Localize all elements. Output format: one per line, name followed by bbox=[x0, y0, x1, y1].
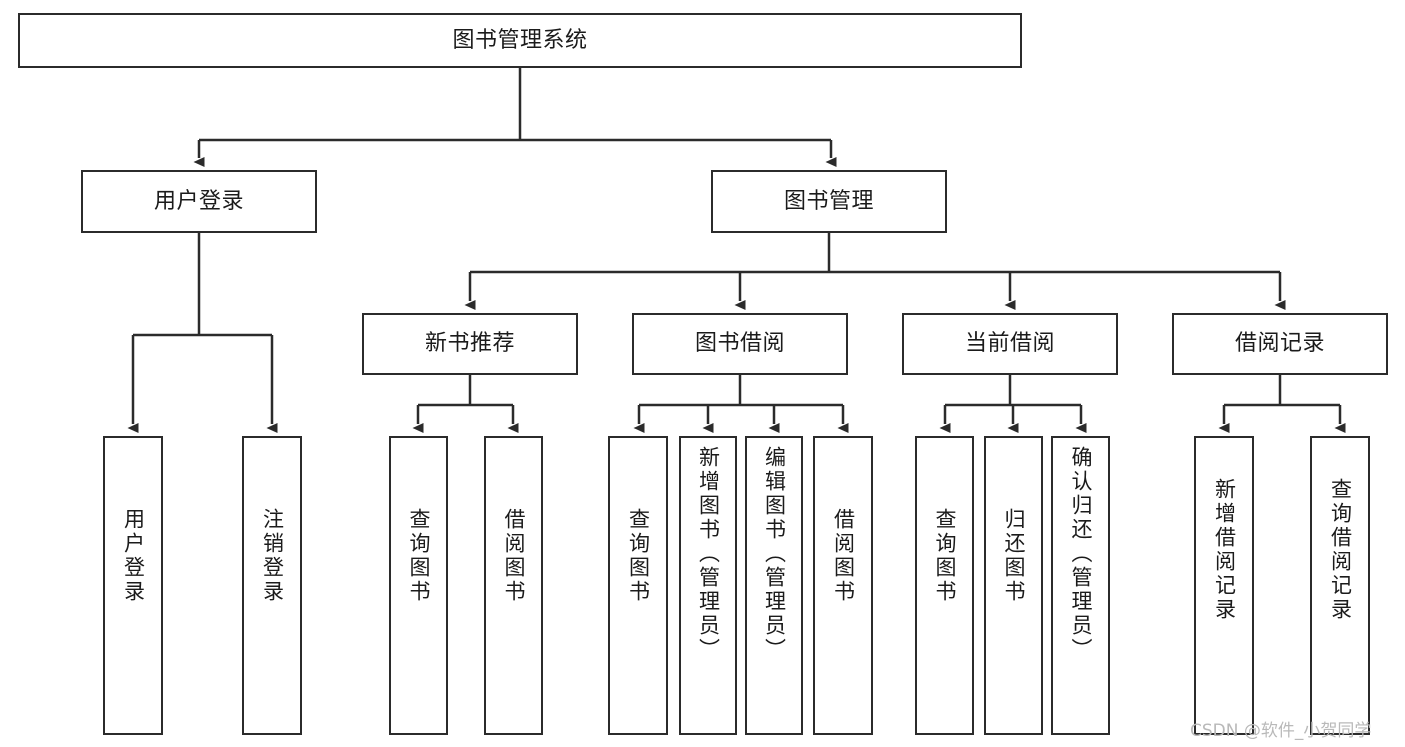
leaf-add-book-label: 新增图书（管理员） bbox=[696, 446, 721, 662]
leaf-add-record-label: 新增借阅记录 bbox=[1212, 478, 1237, 622]
node-root-label: 图书管理系统 bbox=[452, 27, 588, 53]
node-new-book-recommend-label: 新书推荐 bbox=[424, 331, 515, 357]
node-book-manage[interactable]: 图书管理 bbox=[711, 170, 947, 233]
leaf-user-logout-label: 注销登录 bbox=[260, 508, 285, 604]
leaf-borrow-book-2[interactable]: 借阅图书 bbox=[813, 436, 873, 735]
node-user-login-label: 用户登录 bbox=[153, 188, 244, 214]
leaf-confirm-return[interactable]: 确认归还（管理员） bbox=[1051, 436, 1110, 735]
node-root[interactable]: 图书管理系统 bbox=[18, 13, 1022, 68]
leaf-user-logout[interactable]: 注销登录 bbox=[242, 436, 302, 735]
leaf-query-book-2-label: 查询图书 bbox=[626, 508, 651, 604]
leaf-query-book-2[interactable]: 查询图书 bbox=[608, 436, 668, 735]
leaf-confirm-return-label: 确认归还（管理员） bbox=[1069, 446, 1093, 662]
leaf-query-record-label: 查询借阅记录 bbox=[1328, 478, 1353, 622]
leaf-borrow-book-1-label: 借阅图书 bbox=[502, 508, 526, 604]
leaf-query-book-3-label: 查询图书 bbox=[933, 508, 957, 604]
leaf-user-login[interactable]: 用户登录 bbox=[103, 436, 163, 735]
leaf-add-record[interactable]: 新增借阅记录 bbox=[1194, 436, 1254, 735]
node-borrow-record[interactable]: 借阅记录 bbox=[1172, 313, 1388, 375]
node-current-borrow-label: 当前借阅 bbox=[964, 331, 1055, 357]
watermark-csdn: CSDN @软件_小贺同学 bbox=[1190, 721, 1372, 741]
node-borrow-record-label: 借阅记录 bbox=[1234, 331, 1325, 357]
leaf-add-book[interactable]: 新增图书（管理员） bbox=[679, 436, 737, 735]
leaf-return-book-label: 归还图书 bbox=[1002, 508, 1026, 604]
node-book-manage-label: 图书管理 bbox=[783, 188, 874, 214]
leaf-edit-book[interactable]: 编辑图书（管理员） bbox=[745, 436, 803, 735]
node-current-borrow[interactable]: 当前借阅 bbox=[902, 313, 1118, 375]
node-book-borrow-label: 图书借阅 bbox=[694, 331, 785, 357]
node-user-login[interactable]: 用户登录 bbox=[81, 170, 317, 233]
leaf-query-book-1[interactable]: 查询图书 bbox=[389, 436, 448, 735]
leaf-borrow-book-1[interactable]: 借阅图书 bbox=[484, 436, 543, 735]
leaf-user-login-label: 用户登录 bbox=[121, 508, 146, 604]
node-book-borrow[interactable]: 图书借阅 bbox=[632, 313, 848, 375]
leaf-query-record[interactable]: 查询借阅记录 bbox=[1310, 436, 1370, 735]
leaf-query-book-1-label: 查询图书 bbox=[407, 508, 431, 604]
leaf-borrow-book-2-label: 借阅图书 bbox=[831, 508, 856, 604]
leaf-query-book-3[interactable]: 查询图书 bbox=[915, 436, 974, 735]
leaf-return-book[interactable]: 归还图书 bbox=[984, 436, 1043, 735]
node-new-book-recommend[interactable]: 新书推荐 bbox=[362, 313, 578, 375]
leaf-edit-book-label: 编辑图书（管理员） bbox=[762, 446, 787, 662]
